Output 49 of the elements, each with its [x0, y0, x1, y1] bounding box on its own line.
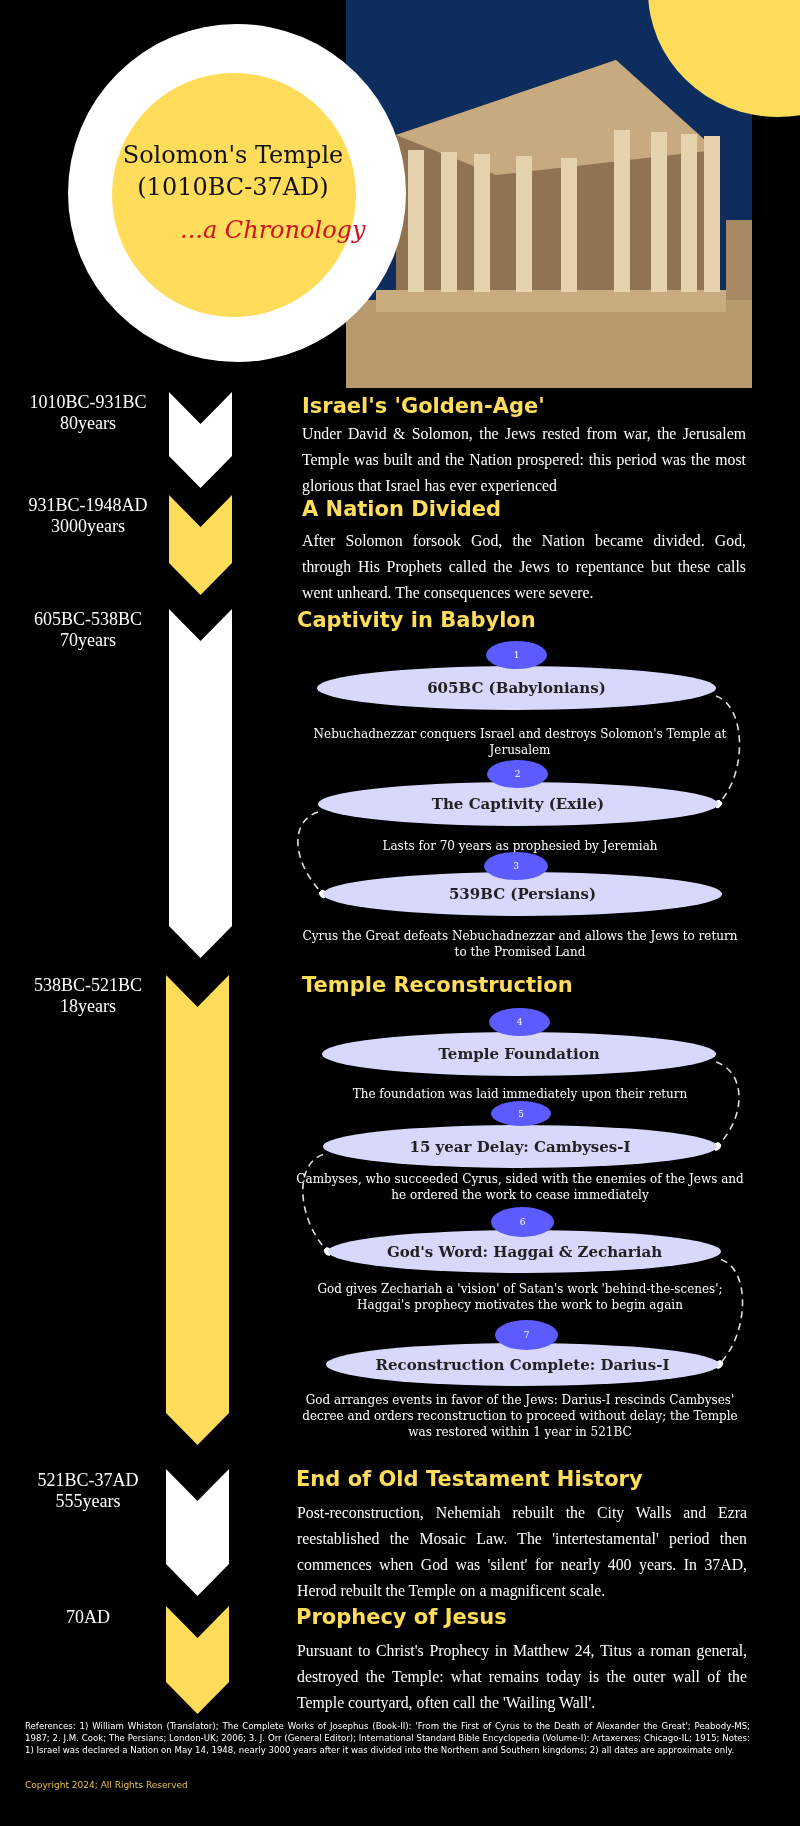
section-heading: Captivity in Babylon — [297, 607, 536, 633]
references-note: References: 1) William Whiston (Translator); The Complete Works of Josephus (Book-II): 'From the First of Cyrus to the Death of Alexander the Great'; Peabody-MS; 1987; 2. J.M. Cook; The Persians; London-UK; 2006; 3. J. Orr (General Editor); International Standard Bible Encyclopedia (Volume-I): Artaxerxes; Chicago-IL; 1915; Notes: 1) Israel was declared a Nation on May 14, 1948, nearly 3000 years after it was divided into the Northern and Southern kingdoms; 2) all dates are approximate only. — [25, 1720, 750, 1756]
event-description: Cambyses, who succeeded Cyrus, sided with the enemies of the Jews and he ordered the work to cease immediately — [295, 1171, 745, 1203]
event-pill: The Captivity (Exile) — [318, 782, 718, 826]
section-heading: Temple Reconstruction — [302, 972, 573, 998]
copyright-note: Copyright 2024; All Rights Reserved — [25, 1779, 189, 1791]
date-range: 70years — [59, 630, 117, 650]
section-text: Pursuant to Christ's Prophecy in Matthew 24, Titus a roman general, destroyed the Temple: what remains today is the outer wall of the Temple courtyard, often call the 'Wailing Wall'. — [297, 1641, 747, 1714]
dashed-connector — [714, 1258, 744, 1369]
section-text: After Solomon forsook God, the Nation became divided. God, through His Prophets called the Jews to repentance but these calls went unheard. The consequences were severe. — [302, 531, 746, 604]
event-pill: 539BC (Persians) — [323, 872, 722, 916]
date-range: 70AD — [65, 1607, 111, 1627]
section-heading: Prophecy of Jesus — [296, 1604, 507, 1630]
section-text: Under David & Solomon, the Jews rested from war, the Jerusalem Temple was built and the Nation prospered: this period was the most glorious that Israel has ever experienced — [302, 424, 746, 497]
number-badge: 2 — [487, 760, 548, 788]
number-badge: 7 — [495, 1320, 558, 1350]
number-badge: 3 — [484, 852, 548, 880]
number-badge: 4 — [489, 1008, 550, 1036]
dashed-connector — [302, 1153, 333, 1256]
date-range: 521BC-37AD — [36, 1470, 140, 1490]
number-badge: 5 — [491, 1101, 551, 1126]
event-description: God gives Zechariah a 'vision' of Satan's work 'behind-the-scenes'; Haggai's prophecy motivates the work to begin again — [316, 1281, 724, 1313]
event-description: God arranges events in favor of the Jews: Darius-I rescinds Cambyses' decree and orders reconstruction to proceed without delay; the Temple was restored within 1 year in 521BC — [301, 1392, 739, 1440]
section-heading: End of Old Testament History — [296, 1466, 643, 1492]
event-pill: 15 year Delay: Cambyses-I — [323, 1125, 717, 1168]
date-range: 931BC-1948AD — [27, 495, 149, 515]
event-pill: God's Word: Haggai & Zechariah — [328, 1230, 721, 1273]
event-description: The foundation was laid immediately upon their return — [351, 1086, 689, 1102]
date-range: 18years — [59, 996, 117, 1016]
event-description: Lasts for 70 years as prophesied by Jeremiah — [381, 838, 659, 854]
date-range: 555years — [54, 1491, 122, 1511]
dashed-connector — [712, 1061, 740, 1151]
section-text: Post-reconstruction, Nehemiah rebuilt the City Walls and Ezra reestablished the Mosaic Law. The 'intertestamental' period then commences when God was 'silent' for nearly 400 years. In 37AD, Herod rebuilt the Temple on a magnificent scale. — [297, 1503, 747, 1602]
event-pill: Temple Foundation — [322, 1032, 716, 1076]
event-description: Nebuchadnezzar conquers Israel and destroys Solomon's Temple at Jerusalem — [312, 726, 728, 758]
event-pill: 605BC (Babylonians) — [317, 666, 716, 710]
number-badge: 1 — [486, 641, 547, 669]
section-heading: A Nation Divided — [302, 496, 502, 522]
title-text: Solomon's Temple (1010BC-37AD) — [121, 140, 345, 203]
section-heading: Israel's 'Golden-Age' — [302, 393, 545, 419]
number-badge: 6 — [491, 1207, 554, 1237]
date-range: 3000years — [50, 516, 126, 536]
date-range: 80years — [59, 413, 117, 433]
event-pill: Reconstruction Complete: Darius-I — [326, 1343, 719, 1386]
date-range: 538BC-521BC — [33, 975, 143, 995]
date-range: 605BC-538BC — [33, 609, 143, 629]
event-description: Cyrus the Great defeats Nebuchadnezzar and allows the Jews to return to the Promised Land — [302, 928, 738, 960]
date-range: 1010BC-931BC — [28, 392, 148, 412]
dashed-connector — [713, 695, 741, 809]
